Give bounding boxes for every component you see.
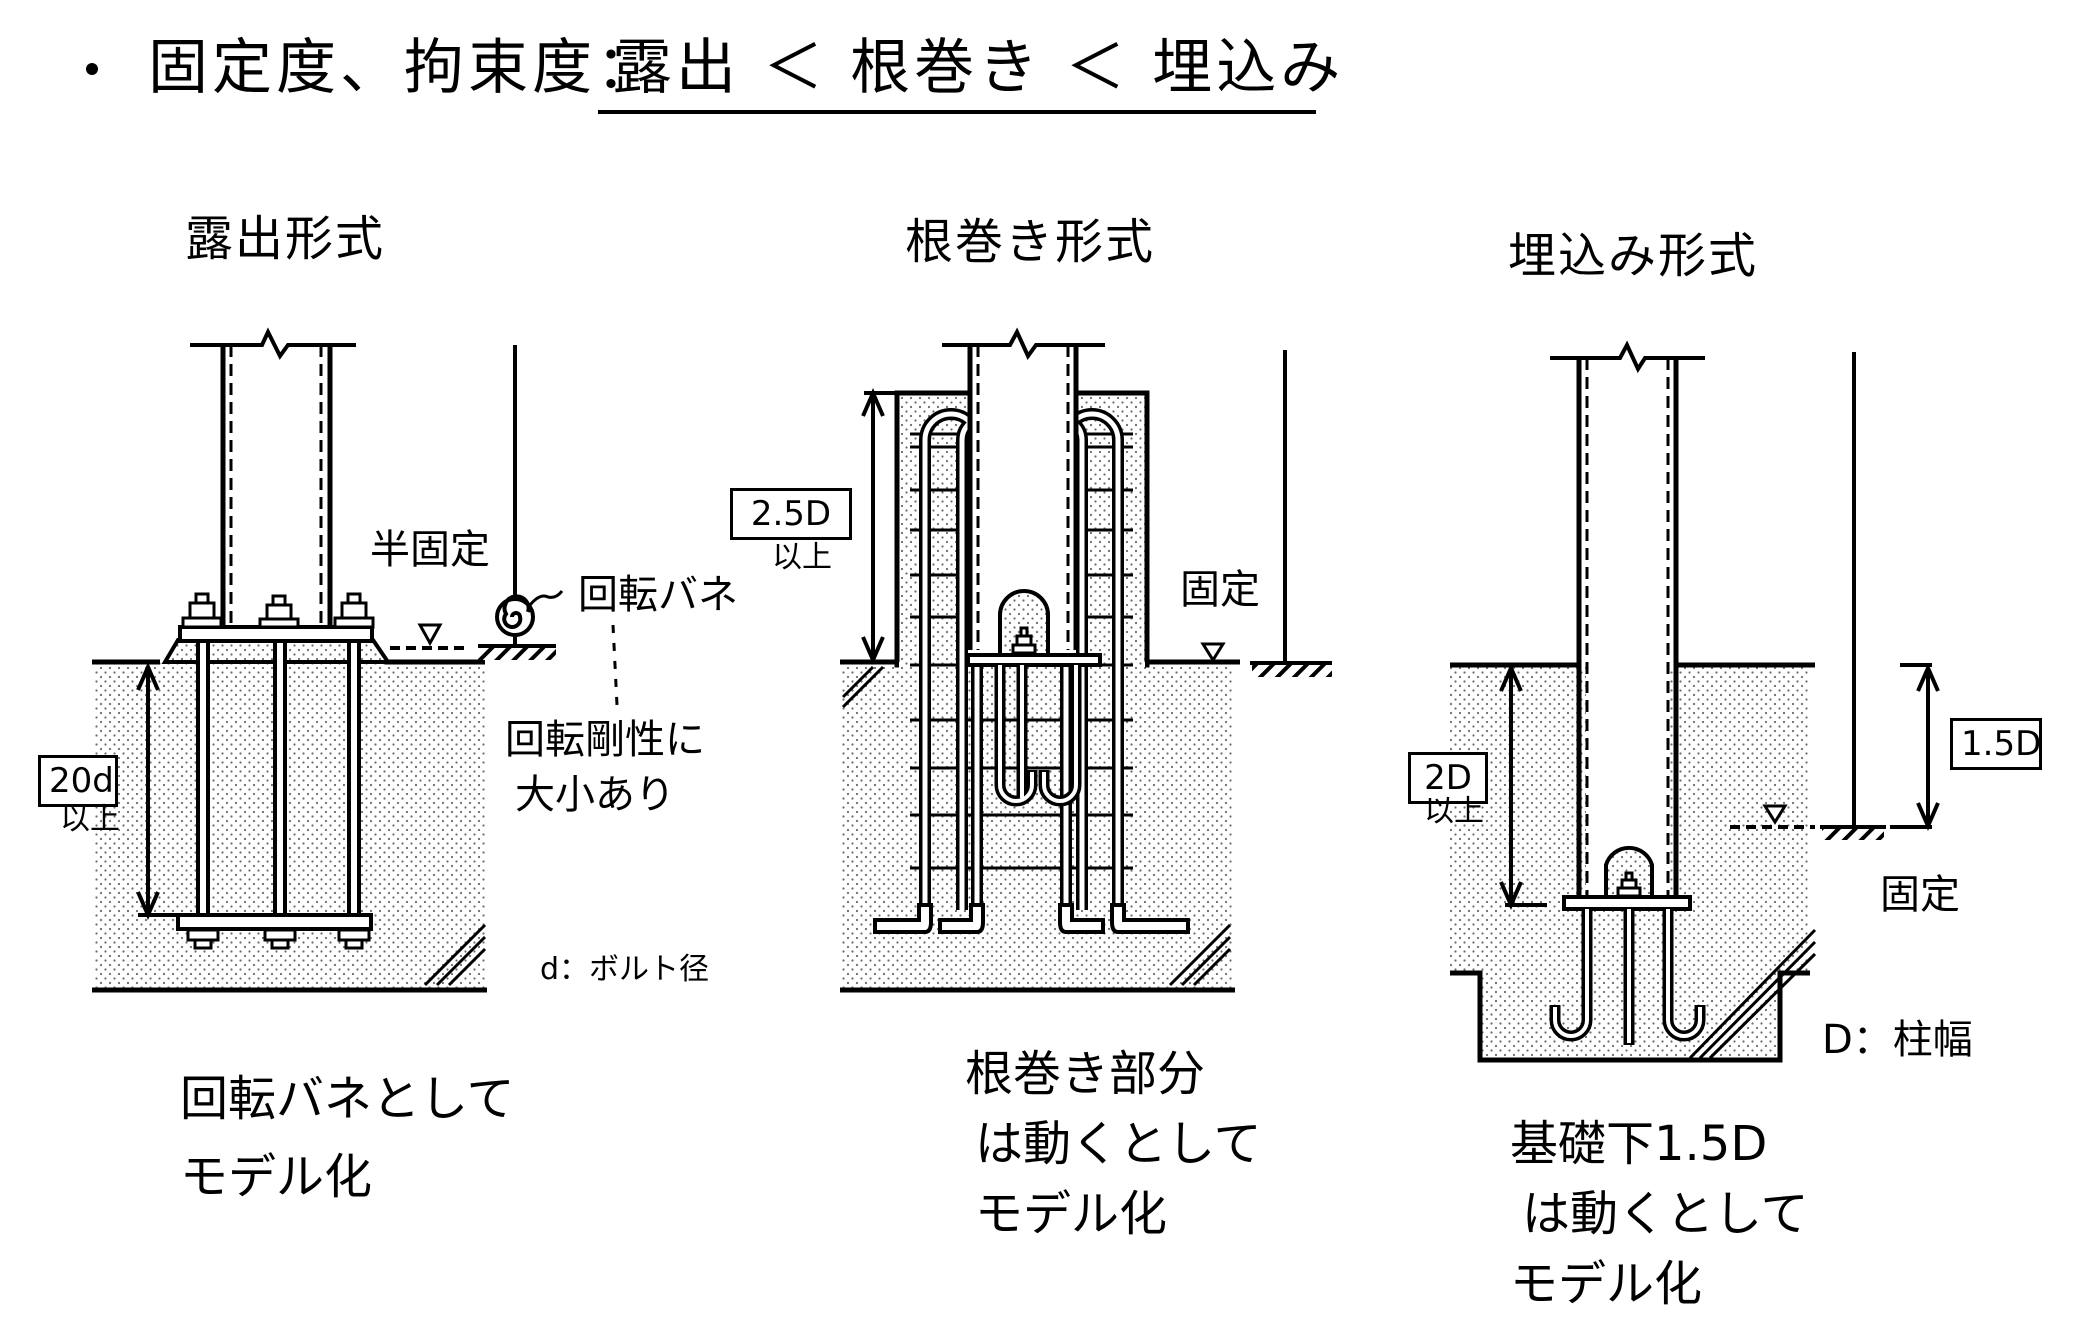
page-title: 固定度、拘束度： xyxy=(148,33,660,103)
base-plate xyxy=(966,653,1102,667)
rebar-feet xyxy=(873,903,1190,934)
ranking-underline xyxy=(598,110,1316,114)
break-line xyxy=(1550,340,1705,374)
anchor-pocket xyxy=(1604,845,1654,895)
caption-embedded-line-1: 基礎下1.5D xyxy=(1510,1116,1768,1172)
steel-column xyxy=(1550,340,1705,900)
anchor-nut xyxy=(1011,626,1037,655)
stiffness-note-line-1: 回転剛性に xyxy=(505,717,705,763)
top-nuts xyxy=(181,592,375,629)
fixed-support-hatch xyxy=(1822,828,1884,840)
level-marker-icon xyxy=(417,623,443,647)
caption-exposed-line-1: 回転バネとして xyxy=(180,1071,515,1127)
anchor-plate xyxy=(176,913,373,931)
legend-bolt-diameter: d：ボルト径 xyxy=(540,952,710,987)
steel-column xyxy=(190,327,356,627)
root-wrapped-type-diagram xyxy=(840,327,1332,993)
dimension-qualifier: 以上 xyxy=(1424,794,1484,829)
caption-embedded-line-3: モデル化 xyxy=(1510,1256,1703,1312)
break-line xyxy=(190,327,356,360)
heading-embedded: 埋込み形式 xyxy=(1508,228,1759,284)
steel-column xyxy=(942,327,1105,660)
dimension-qualifier: 以上 xyxy=(60,802,120,837)
foundation-concrete xyxy=(842,662,1232,990)
dimension-label-20d: 20d xyxy=(38,755,118,807)
level-marker-icon xyxy=(1200,642,1226,663)
support-label-fixed: 固定 xyxy=(1180,567,1260,613)
dimension-label-2d: 2D xyxy=(1408,752,1488,804)
heading-exposed: 露出形式 xyxy=(185,211,386,267)
dimension-1-5d xyxy=(1890,662,1940,832)
support-label-fixed: 固定 xyxy=(1880,872,1960,918)
anchor-pocket xyxy=(998,589,1050,655)
embedded-type-diagram xyxy=(1450,340,1940,1063)
bullet-icon xyxy=(86,63,98,75)
fixed-support-hatch xyxy=(1252,663,1332,677)
exposed-type-diagram xyxy=(92,327,619,993)
base-plate xyxy=(178,625,374,643)
break-mark xyxy=(841,665,1232,987)
caption-root-wrapped-line-3: モデル化 xyxy=(975,1186,1168,1242)
caption-root-wrapped-line-1: 根巻き部分 xyxy=(965,1046,1206,1102)
legend-column-width: D：柱幅 xyxy=(1822,1017,1973,1063)
stiffness-ranking: 露出 ＜ 根巻き ＜ 埋込み xyxy=(612,33,1345,103)
spring-label: 回転バネ xyxy=(578,572,738,618)
caption-exposed-line-2: モデル化 xyxy=(180,1149,373,1205)
dimension-label-1-5d: 1.5D xyxy=(1950,718,2042,770)
dimension-2d xyxy=(1499,662,1547,911)
support-label-semi-fixed: 半固定 xyxy=(370,527,490,573)
dimension-2-5d xyxy=(861,387,897,666)
caption-root-wrapped-line-2: は動くとして xyxy=(975,1116,1262,1172)
bottom-nuts xyxy=(186,928,371,950)
anchor-bolts-inner xyxy=(1553,909,1702,1043)
break-mark xyxy=(423,923,487,987)
dimension-20d xyxy=(136,661,178,921)
anchor-bolts-inner xyxy=(998,665,1078,803)
caption-embedded-line-2: は動くとして xyxy=(1522,1186,1809,1242)
stiffness-note-line-2: 大小あり xyxy=(515,772,675,818)
dimension-label-2-5d: 2.5D xyxy=(730,488,852,540)
dimension-qualifier: 以上 xyxy=(772,540,832,575)
fixed-support-hatch xyxy=(478,646,556,660)
break-mark xyxy=(1688,928,1817,1060)
heading-root-wrapped: 根巻き形式 xyxy=(905,214,1156,270)
rotational-spring-icon xyxy=(495,590,564,637)
break-line xyxy=(942,327,1105,360)
leader-dotted xyxy=(611,624,619,706)
base-plate xyxy=(1562,895,1692,911)
anchor-nut xyxy=(1616,871,1642,898)
level-marker-icon xyxy=(1762,804,1788,825)
